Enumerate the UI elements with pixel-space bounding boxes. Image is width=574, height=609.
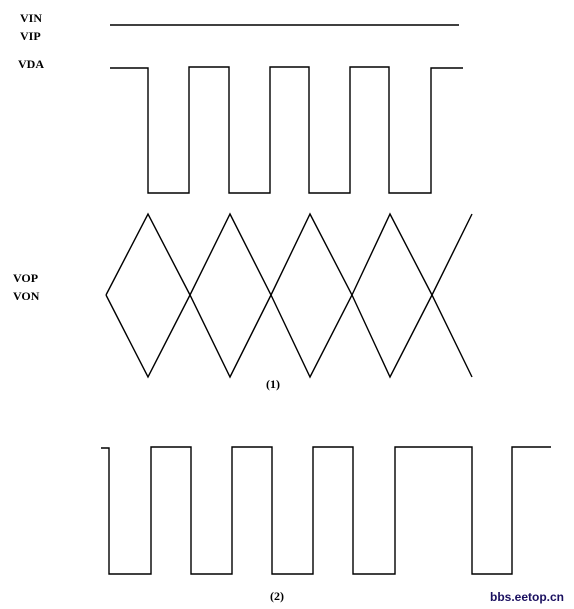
caption-figure-2: (2) — [270, 589, 284, 603]
label-vop: VOP — [13, 271, 38, 285]
label-vin: VIN — [20, 11, 42, 25]
label-vip: VIP — [20, 29, 41, 43]
label-von: VON — [13, 289, 40, 303]
vop-triangle-wave — [105, 212, 473, 379]
caption-figure-1: (1) — [266, 377, 280, 391]
output-square-wave — [101, 446, 551, 575]
watermark-text: bbs.eetop.cn — [490, 590, 564, 604]
label-vda: VDA — [18, 57, 44, 71]
vda-square-wave — [110, 66, 463, 194]
von-triangle-wave — [105, 212, 473, 379]
